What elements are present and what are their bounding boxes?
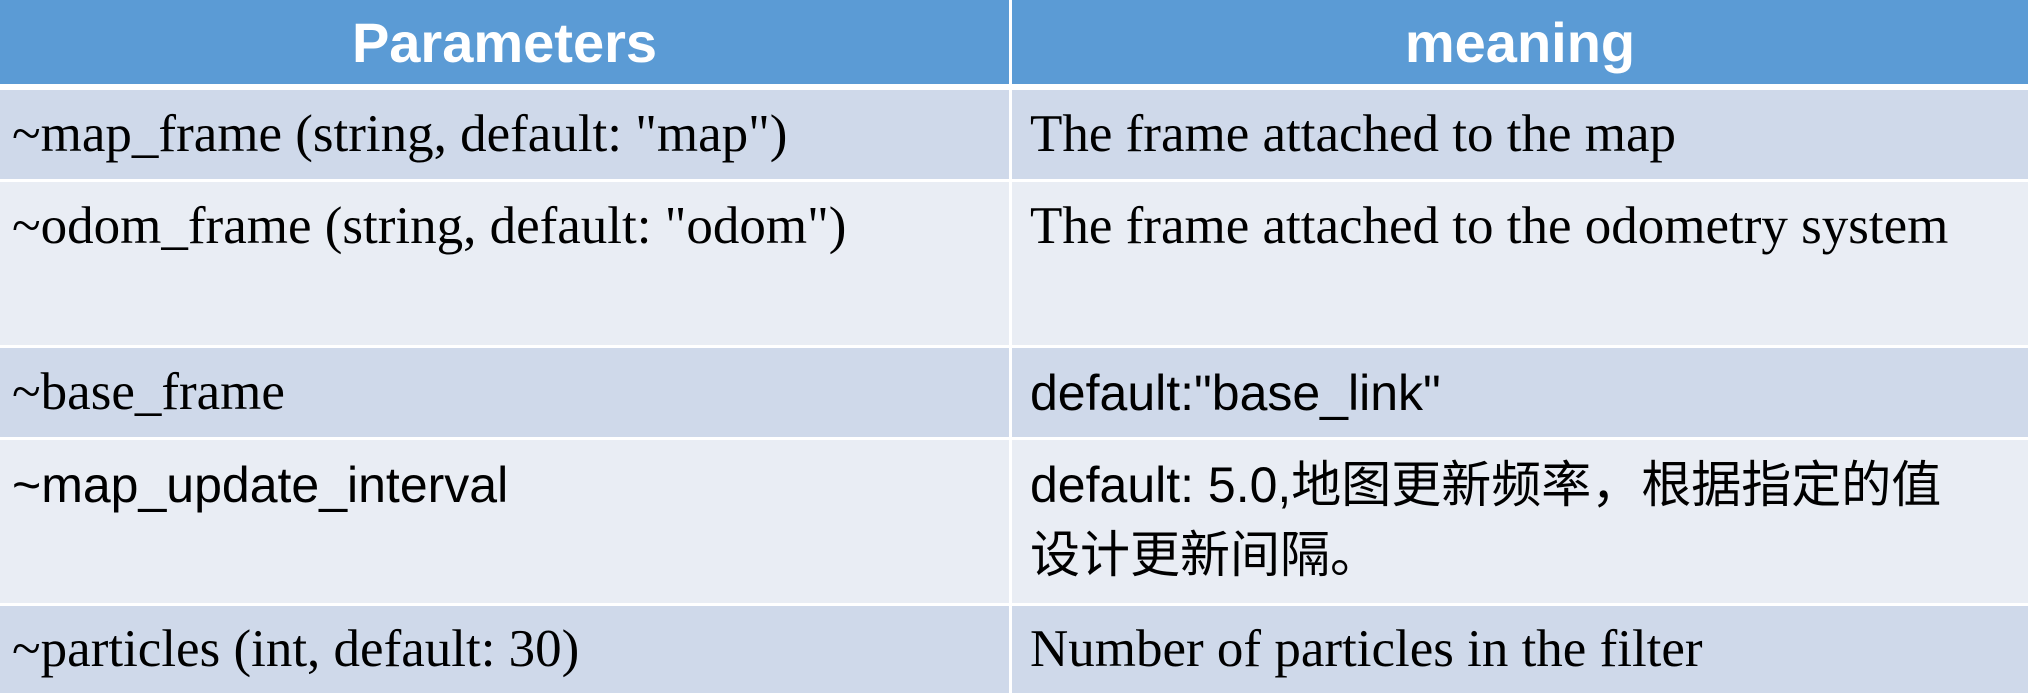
meaning-cell: default:"base_link" <box>1030 364 1441 421</box>
table-row: ~odom_frame (string, default: "odom") Th… <box>0 182 2028 348</box>
header-parameters: Parameters <box>0 0 1012 84</box>
parameter-cell: ~map_frame (string, default: "map") <box>0 90 1012 179</box>
header-meaning: meaning <box>1404 10 1636 74</box>
meaning-cell: The frame attached to the map <box>1030 105 1676 163</box>
table-row: ~particles (int, default: 30) Number of … <box>0 606 2028 693</box>
parameter-cell: ~base_frame <box>0 348 1012 437</box>
meaning-cell: The frame attached to the odometry syste… <box>1030 197 1949 255</box>
parameter-cell: ~odom_frame (string, default: "odom") <box>0 182 1012 345</box>
parameter-cell: ~map_update_interval <box>0 440 1012 603</box>
parameter-cell: ~particles (int, default: 30) <box>0 606 1012 693</box>
meaning-cell: Number of particles in the filter <box>1030 620 1703 678</box>
table-header-row: Parameters meaning <box>0 0 2028 90</box>
table-row: ~base_frame default:"base_link" <box>0 348 2028 440</box>
table-row: ~map_frame (string, default: "map") The … <box>0 90 2028 182</box>
meaning-cell: default: 5.0,地图更新频率，根据指定的值设计更新间隔。 <box>1030 457 1942 583</box>
table-row: ~map_update_interval default: 5.0,地图更新频率… <box>0 440 2028 606</box>
